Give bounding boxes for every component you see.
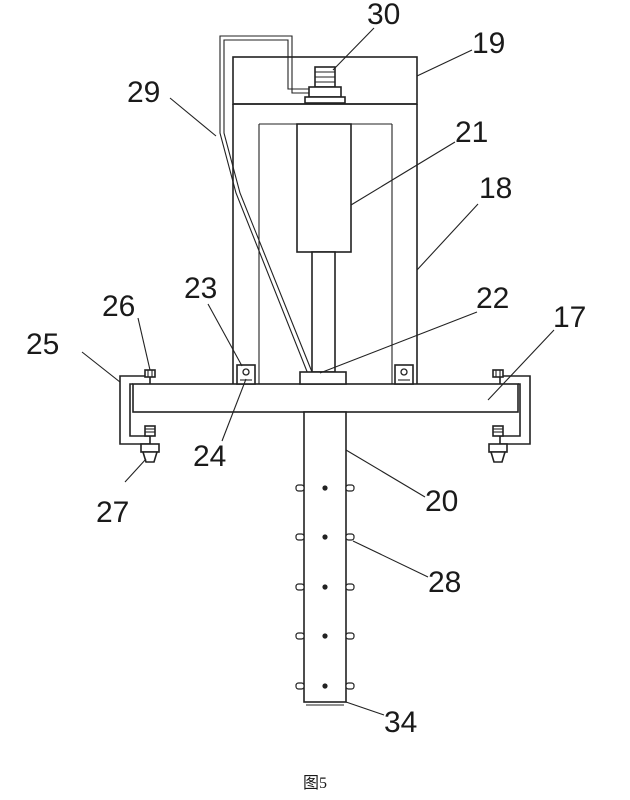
tube-hole bbox=[322, 633, 328, 639]
nozzle-row bbox=[295, 533, 355, 541]
label-19: 19 bbox=[472, 27, 505, 60]
label-25: 25 bbox=[26, 328, 59, 361]
label-28: 28 bbox=[428, 566, 461, 599]
tube-hole bbox=[322, 584, 328, 590]
mount-block bbox=[299, 371, 347, 385]
tube-hole bbox=[322, 485, 328, 491]
figure-caption: 图5 bbox=[303, 775, 327, 792]
side-nozzle bbox=[295, 583, 305, 591]
label-30: 30 bbox=[367, 0, 400, 31]
tube bbox=[219, 35, 313, 375]
label-27: 27 bbox=[96, 496, 129, 529]
motor bbox=[304, 66, 346, 104]
side-nozzle bbox=[295, 533, 305, 541]
nozzle-row bbox=[295, 682, 355, 690]
right-clamp bbox=[488, 369, 531, 463]
side-nozzle bbox=[295, 632, 305, 640]
label-24: 24 bbox=[193, 440, 226, 473]
cylinder bbox=[296, 123, 352, 373]
side-nozzle bbox=[295, 682, 305, 690]
label-17: 17 bbox=[553, 301, 586, 334]
label-29: 29 bbox=[127, 76, 160, 109]
tube-hole bbox=[322, 534, 328, 540]
side-nozzle bbox=[345, 533, 355, 541]
nozzle-row bbox=[295, 632, 355, 640]
left-bracket bbox=[236, 364, 256, 385]
frame-body bbox=[232, 104, 418, 384]
sampling-tube bbox=[303, 411, 347, 706]
label-22: 22 bbox=[476, 282, 509, 315]
side-nozzle bbox=[345, 682, 355, 690]
top-box bbox=[232, 56, 418, 105]
side-nozzle bbox=[345, 484, 355, 492]
side-nozzle bbox=[345, 583, 355, 591]
leader-lines bbox=[81, 27, 555, 716]
label-26: 26 bbox=[102, 290, 135, 323]
right-bracket bbox=[394, 364, 414, 385]
label-34: 34 bbox=[384, 706, 417, 739]
nozzle-rows bbox=[295, 484, 355, 690]
label-18: 18 bbox=[479, 172, 512, 205]
side-nozzle bbox=[345, 632, 355, 640]
side-nozzle bbox=[295, 484, 305, 492]
tube-hole bbox=[322, 683, 328, 689]
label-23: 23 bbox=[184, 272, 217, 305]
crossbar bbox=[132, 383, 519, 413]
label-20: 20 bbox=[425, 485, 458, 518]
nozzle-row bbox=[295, 484, 355, 492]
label-21: 21 bbox=[455, 116, 488, 149]
nozzle-row bbox=[295, 583, 355, 591]
left-clamp bbox=[119, 369, 160, 463]
